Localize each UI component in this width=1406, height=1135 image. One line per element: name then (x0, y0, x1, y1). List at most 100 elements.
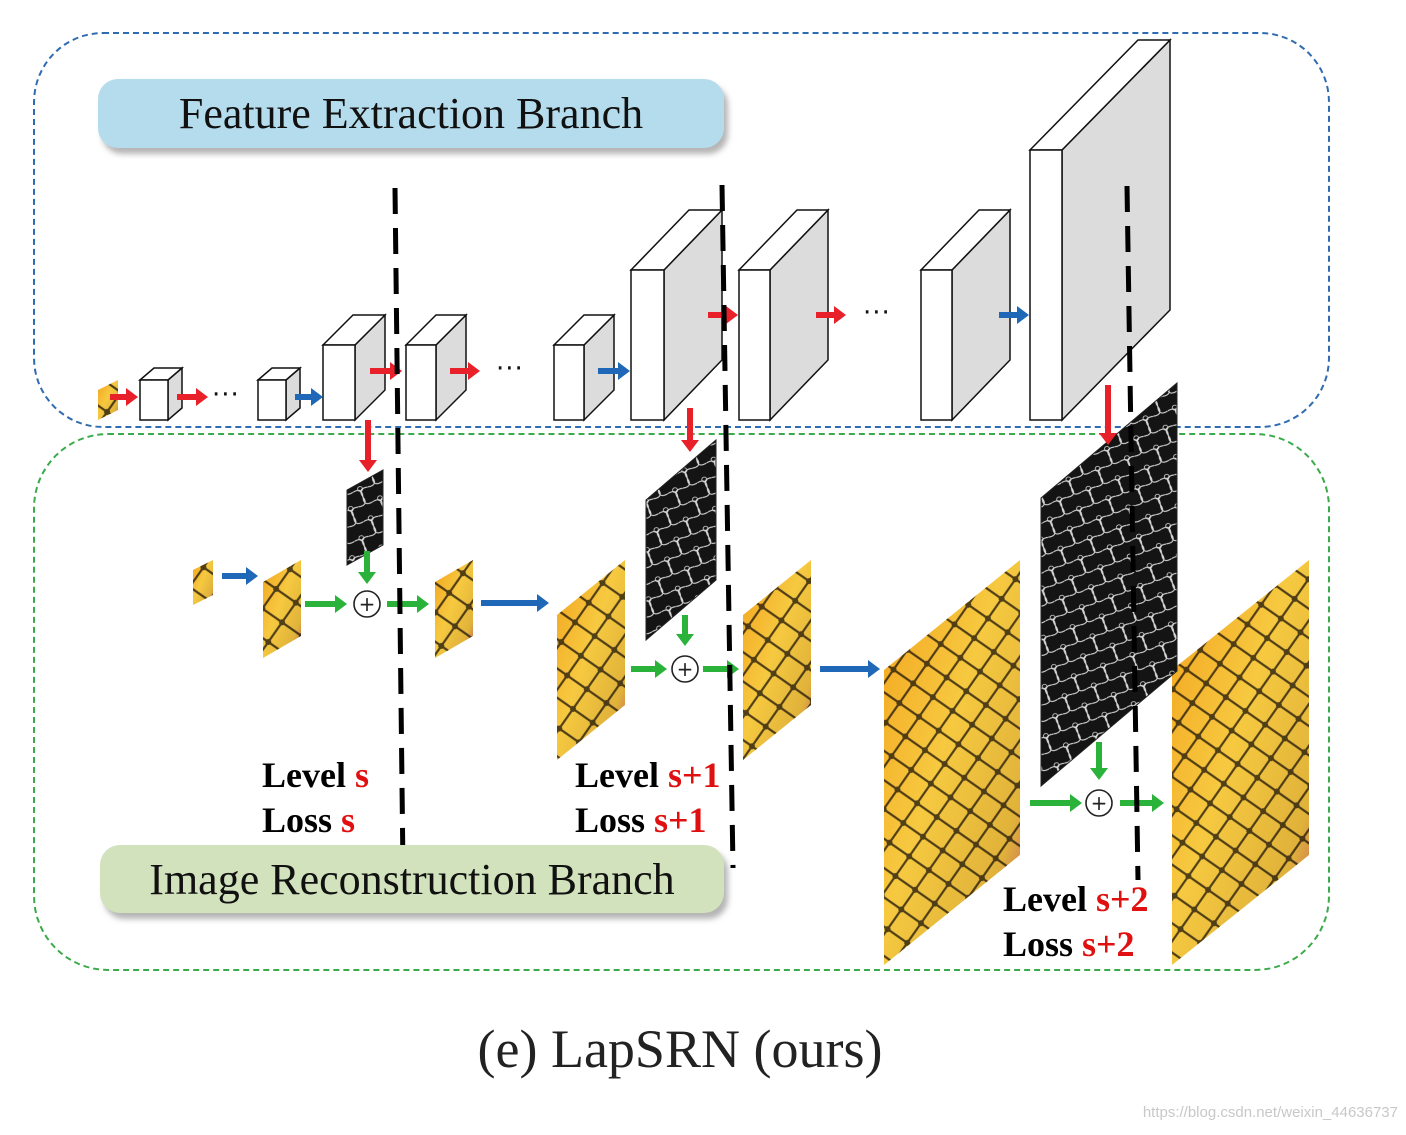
butterfly-image-veins (743, 560, 811, 760)
addition-node: + (353, 590, 381, 618)
addition-node: + (671, 655, 699, 683)
ellipsis-dots: ··· (863, 298, 891, 328)
red-arrow-head (196, 388, 208, 406)
addition-node-circle (353, 590, 381, 618)
feature-extraction-branch-label: Feature Extraction Branch (98, 79, 724, 148)
watermark-text: https://blog.csdn.net/weixin_44636737 (1142, 1104, 1398, 1121)
feature-map-front (630, 269, 665, 421)
blue-arrow (481, 594, 549, 612)
residual-edge-image-fill (346, 469, 384, 566)
loss-value: s (341, 800, 356, 840)
green-arrow (358, 551, 376, 584)
blue-arrow-head (1017, 306, 1029, 324)
blue-arrow-head (246, 567, 258, 585)
feature-map-front (405, 344, 437, 421)
loss-word: Loss (575, 800, 646, 840)
feature-map-block (255, 366, 303, 422)
feature-map-front (553, 344, 585, 421)
red-arrow-head (726, 306, 738, 324)
red-arrow (359, 420, 377, 472)
green-arrow (703, 660, 739, 678)
red-arrow (1099, 385, 1117, 445)
feature-map-front (257, 379, 287, 421)
green-arrow-head (676, 634, 694, 646)
feature-map-block (404, 313, 468, 422)
red-arrow-head (468, 362, 480, 380)
green-arrow-head (655, 660, 667, 678)
ellipsis-dots: ··· (212, 380, 240, 410)
residual-edge-image-fill (645, 438, 717, 642)
green-arrow-head (358, 572, 376, 584)
butterfly-image-veins (193, 560, 213, 605)
butterfly-image-veins (1172, 560, 1309, 965)
red-arrow-head (359, 460, 377, 472)
red-arrow-head (681, 440, 699, 452)
image-reconstruction-region (33, 433, 1330, 971)
level-value: s+2 (1095, 879, 1149, 919)
level-value: s+1 (667, 755, 721, 795)
level-boundary-line (392, 187, 406, 871)
green-arrow (1120, 794, 1164, 812)
feature-map-side (1061, 38, 1171, 422)
red-arrow (816, 306, 846, 324)
blue-arrow-head (537, 594, 549, 612)
ellipsis-dots: ··· (496, 354, 524, 384)
feature-map-block (737, 208, 830, 422)
green-arrow (676, 615, 694, 646)
level-label-3: Level s+2 Loss s+2 (1003, 877, 1149, 967)
feature-map-front (322, 344, 356, 421)
level-boundary-line (1124, 185, 1141, 881)
addition-node-circle (1085, 789, 1113, 817)
level-word: Level (1003, 879, 1087, 919)
butterfly-image (1172, 560, 1309, 965)
red-arrow-head (1099, 433, 1117, 445)
figure-caption: (e) LapSRN (ours) (477, 1019, 883, 1079)
feature-map-block (552, 313, 616, 422)
green-arrow-head (1090, 768, 1108, 780)
feature-map-front (738, 269, 771, 421)
blue-arrow (820, 660, 880, 678)
blue-arrow-head (868, 660, 880, 678)
level-boundary-line (719, 184, 736, 869)
level-word: Level (575, 755, 659, 795)
red-arrow-head (126, 388, 138, 406)
level-value: s (354, 755, 369, 795)
green-arrow (631, 660, 667, 678)
red-arrow (681, 408, 699, 452)
green-arrow (1090, 742, 1108, 780)
loss-value: s+1 (654, 800, 707, 840)
green-arrow-head (1152, 794, 1164, 812)
addition-symbol: + (677, 657, 694, 681)
red-arrow (450, 362, 480, 380)
residual-edge-image-fill (1040, 381, 1178, 788)
feature-map-front (1029, 149, 1063, 421)
feature-map-block (919, 208, 1012, 422)
residual-edge-image (346, 469, 384, 566)
butterfly-image (263, 560, 301, 658)
feature-map-block (629, 208, 724, 422)
addition-node-circle (671, 655, 699, 683)
image-reconstruction-branch-label: Image Reconstruction Branch (100, 845, 724, 913)
green-arrow (387, 595, 429, 613)
addition-symbol: + (359, 592, 376, 616)
butterfly-image-veins (884, 560, 1020, 965)
loss-value: s+2 (1082, 924, 1135, 964)
butterfly-image (557, 560, 625, 760)
feature-map-block (321, 313, 387, 422)
butterfly-image (884, 560, 1020, 965)
butterfly-image (193, 560, 213, 605)
residual-edge-image (645, 438, 717, 642)
blue-arrow (295, 388, 323, 406)
level-word: Level (262, 755, 346, 795)
green-arrow (305, 595, 347, 613)
addition-node: + (1085, 789, 1113, 817)
feature-map-block (137, 366, 185, 422)
butterfly-image-veins (98, 380, 118, 420)
blue-arrow (598, 362, 630, 380)
blue-arrow (999, 306, 1029, 324)
butterfly-image-veins (435, 560, 473, 658)
butterfly-image (743, 560, 811, 760)
addition-symbol: + (1091, 791, 1108, 815)
feature-map-front (139, 379, 169, 421)
